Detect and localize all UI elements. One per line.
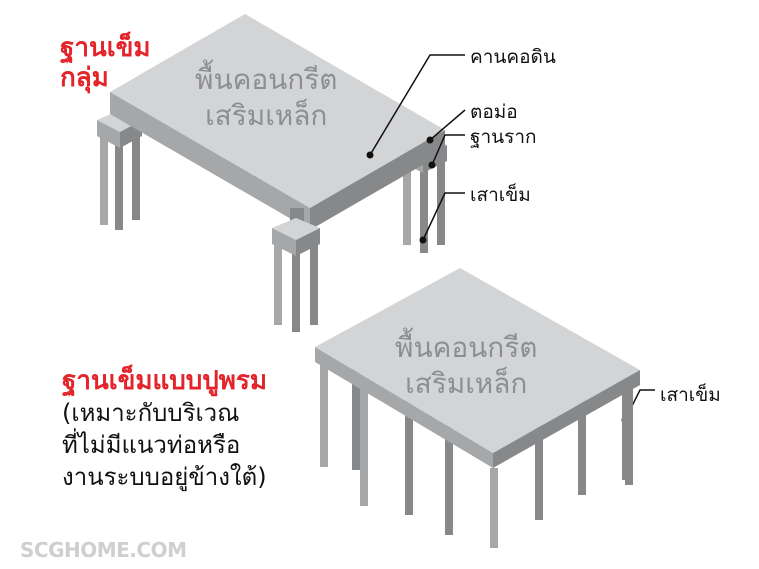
scghome-logo: SCGHOME.COM — [20, 538, 187, 562]
pile-label: เสาเข็ม — [470, 184, 531, 206]
slab-line: เสริมเหล็ก — [405, 367, 528, 400]
pile-label-bottom: เสาเข็ม — [660, 384, 721, 406]
grade-beam-label: คานคอดิน — [470, 46, 556, 68]
raft-pile-title: ฐานเข็มแบบปูพรม — [62, 366, 268, 396]
leader-lines — [369, 54, 655, 421]
pile-cap-front — [272, 208, 320, 332]
top-slab-label: พื้นคอนกรีตเสริมเหล็ก — [195, 62, 337, 134]
title-line: ฐานเข็ม — [60, 33, 151, 63]
note-line: (เหมาะกับบริเวณ — [62, 399, 240, 427]
slab-line: พื้นคอนกรีต — [195, 63, 338, 96]
footing-label: ฐานราก — [470, 126, 537, 148]
pile-group-foundation — [97, 14, 655, 424]
raft-pile-note: (เหมาะกับบริเวณที่ไม่มีแนวท่อหรืองานระบบ… — [62, 397, 267, 493]
slab-line: เสริมเหล็ก — [205, 99, 328, 132]
slab-line: พื้นคอนกรีต — [395, 331, 538, 364]
note-line: งานระบบอยู่ข้างใต้) — [62, 463, 267, 491]
title-line: กลุ่ม — [60, 63, 109, 93]
raft-pile-foundation — [315, 268, 640, 548]
column-stub-label: ตอม่อ — [470, 101, 518, 123]
bottom-slab-label: พื้นคอนกรีตเสริมเหล็ก — [395, 330, 537, 402]
note-line: ที่ไม่มีแนวท่อหรือ — [62, 431, 241, 459]
group-pile-title: ฐานเข็มกลุ่ม — [60, 33, 151, 93]
